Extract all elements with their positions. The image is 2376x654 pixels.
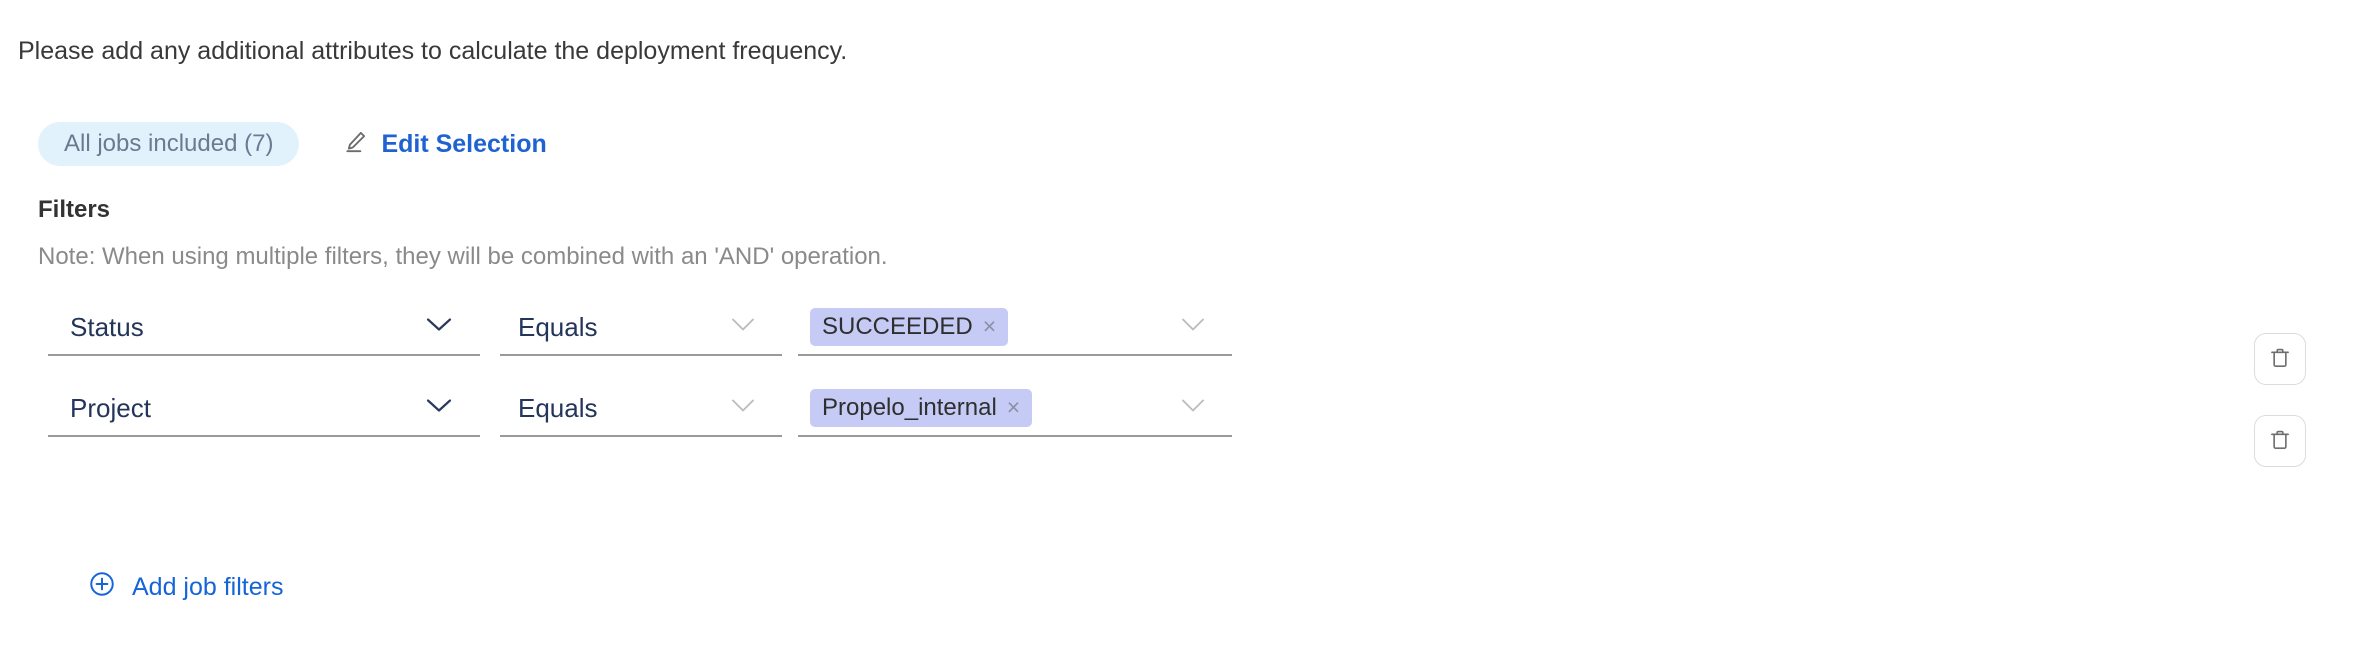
trash-icon [2267,427,2293,456]
filter-operator-select[interactable]: Equals [500,381,782,437]
delete-filter-button[interactable] [2254,333,2306,385]
filters-heading: Filters [38,196,111,223]
filter-value-chip[interactable]: SUCCEEDED × [810,307,1009,347]
filter-field-select[interactable]: Status [48,300,480,356]
filter-value-select[interactable]: SUCCEEDED × [798,300,1232,356]
chevron-down-icon [1180,398,1206,419]
filter-field-value: Project [70,392,151,423]
filter-operator-select[interactable]: Equals [500,300,782,356]
filter-operator-value: Equals [518,392,598,423]
chevron-down-icon [424,397,454,420]
add-job-filters-button[interactable]: Add job filters [88,570,283,605]
circle-plus-icon [88,570,116,605]
page-instruction-text: Please add any additional attributes to … [18,37,848,65]
delete-filter-button[interactable] [2254,415,2306,467]
close-icon[interactable]: × [982,313,997,339]
chevron-down-icon [730,317,756,338]
jobs-included-badge: All jobs included (7) [38,122,300,166]
pencil-icon [343,128,369,161]
filter-row: Project Equals Propelo_internal × [0,381,2376,451]
edit-selection-label: Edit Selection [381,129,547,158]
filter-value-chip[interactable]: Propelo_internal × [810,388,1033,428]
job-selection-row: All jobs included (7) Edit Selection [38,122,547,166]
filter-field-select[interactable]: Project [48,381,480,437]
filter-value-chip-label: SUCCEEDED [822,312,973,340]
filter-value-chip-label: Propelo_internal [822,393,997,421]
chevron-down-icon [730,398,756,419]
filters-note-text: Note: When using multiple filters, they … [38,243,888,270]
edit-selection-button[interactable]: Edit Selection [343,128,547,161]
close-icon[interactable]: × [1006,394,1021,420]
filter-value-select[interactable]: Propelo_internal × [798,381,1232,437]
filter-row: Status Equals SUCCEEDED × [0,300,2376,370]
chevron-down-icon [424,316,454,339]
filter-operator-value: Equals [518,311,598,342]
chevron-down-icon [1180,317,1206,338]
trash-icon [2267,345,2293,374]
add-job-filters-label: Add job filters [132,573,284,601]
filter-field-value: Status [70,311,144,342]
